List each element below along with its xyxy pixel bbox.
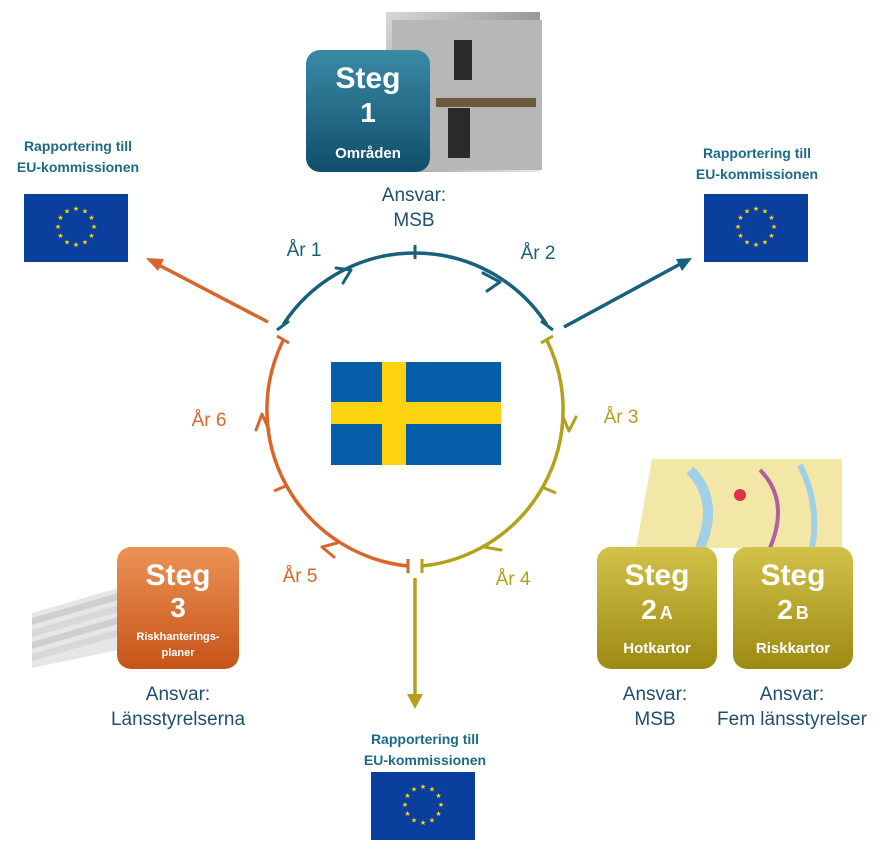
step-1-card: Steg 1 Områden <box>306 12 542 172</box>
step-3-resp-label: Ansvar: <box>146 684 210 705</box>
arc-year-1-2 <box>281 251 549 326</box>
year-label-3: År 3 <box>604 407 639 428</box>
step-2b-resp-label: Ansvar: <box>760 684 824 705</box>
step-1-title: Steg <box>335 62 400 95</box>
year-label-4: År 4 <box>496 569 531 590</box>
swedish-flag-icon <box>331 362 501 465</box>
step-3-title: Steg <box>145 559 210 592</box>
report-label-left-line1: Rapportering till <box>24 138 132 154</box>
step-1-resp: MSB <box>393 210 434 231</box>
year-label-5: År 5 <box>283 566 318 587</box>
step-3-number: 3 <box>170 592 186 623</box>
step-3-subtitle-line2: planer <box>161 647 195 659</box>
document-stack-icon <box>32 588 118 668</box>
cycle-arrowheads <box>254 266 578 559</box>
report-arrow-left <box>146 258 269 324</box>
step-2b-resp: Fem länsstyrelser <box>717 709 868 730</box>
report-label-right-line2: EU-kommissionen <box>696 166 818 182</box>
step-2b-title: Steg <box>760 559 825 592</box>
report-arrow-bottom <box>407 578 423 709</box>
report-label-left-line2: EU-kommissionen <box>17 159 139 175</box>
eu-flag-icon <box>24 194 128 262</box>
report-label-right-line1: Rapportering till <box>703 145 811 161</box>
map-thumbnail <box>636 459 842 550</box>
step-1-number: 1 <box>360 97 376 128</box>
eu-flag-icon <box>704 194 808 262</box>
eu-flag-icon <box>371 772 475 840</box>
step-3-resp: Länsstyrelserna <box>111 709 246 730</box>
year-label-6: År 6 <box>192 410 227 431</box>
step-3-card: Steg 3 Riskhanterings- planer <box>117 547 239 669</box>
cycle-ticks <box>273 245 557 573</box>
step-2b-subtitle: Riskkartor <box>756 640 830 657</box>
step-2a-resp-label: Ansvar: <box>623 684 687 705</box>
step-2a-title: Steg <box>624 559 689 592</box>
report-label-bottom-line2: EU-kommissionen <box>364 752 486 768</box>
step-2a-subtitle: Hotkartor <box>623 640 691 657</box>
year-label-1: År 1 <box>287 240 322 261</box>
report-label-bottom-line1: Rapportering till <box>371 731 479 747</box>
report-arrow-right <box>563 258 692 329</box>
step-2a-resp: MSB <box>634 709 675 730</box>
step-3-subtitle-line1: Riskhanterings- <box>136 631 219 643</box>
step-1-resp-label: Ansvar: <box>382 185 446 206</box>
arc-year-3-4 <box>421 339 565 568</box>
step-1-subtitle: Områden <box>335 145 401 162</box>
year-label-2: År 2 <box>521 243 556 264</box>
